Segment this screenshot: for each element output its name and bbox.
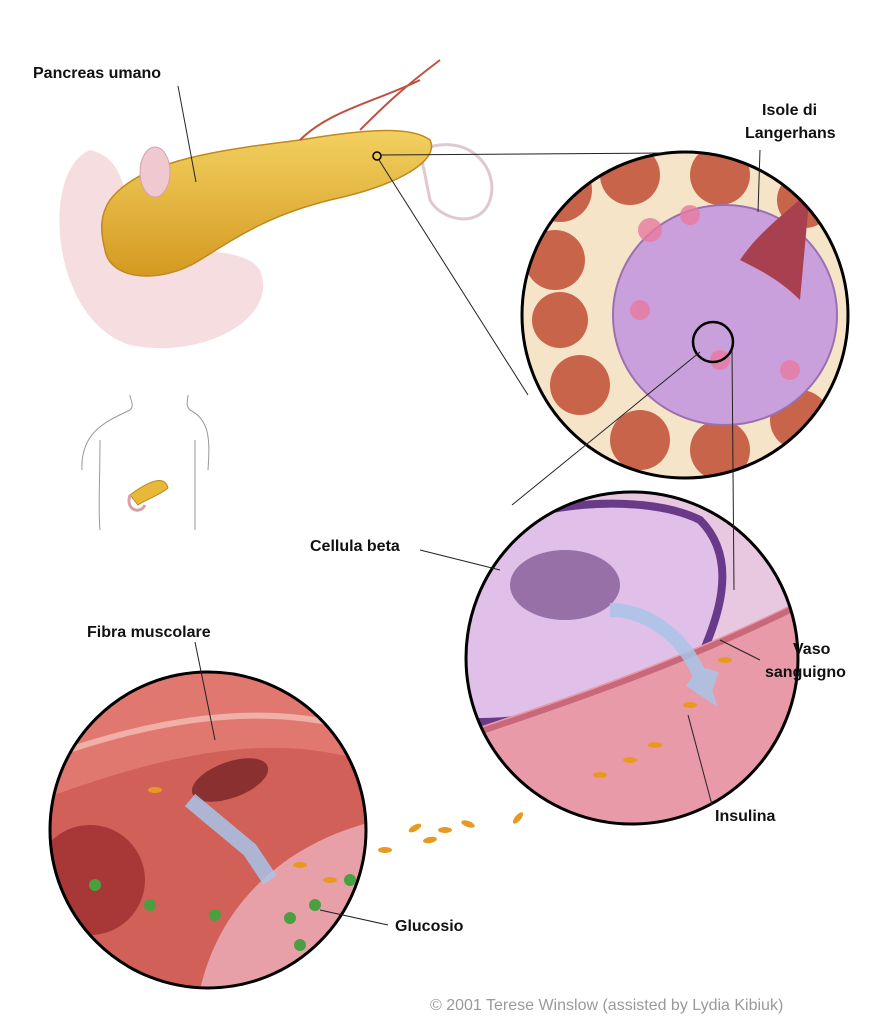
label-vessel-line2: sanguigno [765, 664, 846, 681]
label-insulin: Insulina [715, 808, 776, 825]
label-pancreas: Pancreas umano [33, 65, 161, 82]
connector-lines [177, 85, 761, 926]
label-glucose: Glucosio [395, 918, 464, 935]
body-outline-icon [81, 394, 210, 531]
copyright-text: © 2001 Terese Winslow (assisted by Lydia… [430, 997, 783, 1014]
pancreas-illustration [59, 59, 494, 349]
beta-cell-circle [464, 490, 800, 826]
label-muscle-fiber: Fibra muscolare [87, 624, 211, 641]
label-islets-line1: Isole di [762, 102, 817, 119]
label-vessel-line1: Vaso [793, 641, 831, 658]
islets-circle [520, 150, 850, 480]
label-islets-line2: Langerhans [745, 125, 836, 142]
insulin-particles [148, 657, 732, 883]
label-beta-cell: Cellula beta [310, 538, 400, 555]
muscle-fiber-circle [48, 670, 368, 990]
glucose-particles [89, 874, 356, 951]
